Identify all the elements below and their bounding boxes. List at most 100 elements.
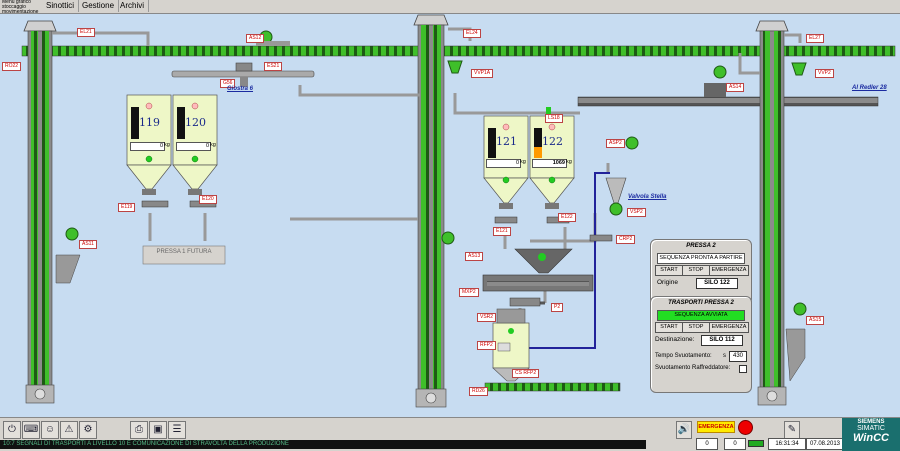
- panel-trasporti-pressa-2: TRASPORTI PRESSA 2 SEQUENZA AVVIATA STAR…: [650, 296, 752, 393]
- cooler-rfp2[interactable]: [492, 308, 530, 382]
- panel-pressa-title: PRESSA 2: [686, 243, 716, 249]
- svuotamento-raffreddatore-checkbox[interactable]: [739, 365, 747, 373]
- redler-conveyor[interactable]: [577, 96, 879, 107]
- sign-icon[interactable]: ✎: [784, 421, 800, 439]
- press-future-label: PRESSA 1 FUTURA: [156, 249, 212, 255]
- print-icon[interactable]: ⎙: [130, 421, 148, 439]
- trasporti-status-bar: SEQUENZA AVVIATA: [657, 310, 745, 321]
- tag-cs-rfp2[interactable]: CS RFP2: [512, 369, 540, 378]
- horn-icon[interactable]: 🔊: [676, 421, 692, 439]
- fan-as14[interactable]: [704, 65, 727, 97]
- valve-vvp1a[interactable]: [447, 60, 463, 74]
- trasporti-emergenza-button[interactable]: EMERGENZA: [709, 322, 749, 333]
- tag-as12[interactable]: AS12: [246, 34, 265, 43]
- silo-119-unit: kg: [164, 142, 170, 148]
- trasporti-stop-button[interactable]: STOP: [682, 322, 710, 333]
- keyboard-icon[interactable]: ⌨: [22, 421, 40, 439]
- tag-crp2[interactable]: CRP2: [616, 235, 636, 244]
- tag-vvp1a[interactable]: VVP1A: [471, 69, 494, 78]
- tag-mxp2[interactable]: MXP2: [459, 288, 479, 297]
- silo-122-weight: 1069: [532, 159, 567, 168]
- tag-as11[interactable]: AS11: [79, 240, 97, 249]
- silo-119-number: 119: [139, 116, 160, 129]
- trasporti-start-button[interactable]: START: [655, 322, 683, 333]
- pressa-status-bar: SEQUENZA PRONTA A PARTIRE: [657, 253, 745, 264]
- trasporti-dest-value[interactable]: SILO 112: [701, 335, 743, 346]
- status-message: 10:7 SEGNALI DI TRASPORTI A LIVELLO 10 E…: [0, 440, 646, 449]
- tag-vvp2[interactable]: VVP2: [815, 69, 834, 78]
- tag-as15[interactable]: AS15: [806, 316, 825, 325]
- menu-archivi[interactable]: Archivi: [116, 0, 150, 12]
- elevator-el24[interactable]: [413, 14, 449, 408]
- silo-119-weight: 0: [130, 142, 165, 151]
- menu-gestione[interactable]: Gestione: [78, 0, 120, 12]
- tag-el21[interactable]: EL21: [77, 28, 95, 37]
- pressa-emergenza-button[interactable]: EMERGENZA: [709, 265, 749, 276]
- alarm-icon[interactable]: ⚠: [60, 421, 78, 439]
- press-future-box: [142, 245, 226, 265]
- tag-ro22[interactable]: RO22: [2, 62, 22, 71]
- tag-rd26[interactable]: RD26: [469, 387, 488, 396]
- simatic-wincc-logo: SIEMENS SIMATIC WinCC: [842, 418, 900, 451]
- bottom-conveyor[interactable]: [484, 382, 621, 392]
- silo-120-unit: kg: [210, 142, 216, 148]
- tempo-svuotamento-input[interactable]: 430: [729, 351, 747, 362]
- link-giostra[interactable]: Giostra 6: [227, 86, 254, 92]
- link-al-redler[interactable]: Al Redler 28: [852, 85, 887, 91]
- emergency-indicator[interactable]: EMERGENZA: [697, 421, 735, 433]
- fan-as11[interactable]: [55, 227, 81, 284]
- tag-el24[interactable]: EL24: [463, 29, 481, 38]
- emergency-stop-button[interactable]: [738, 420, 753, 435]
- giostra-carousel[interactable]: [171, 62, 315, 87]
- elevator-el21[interactable]: [23, 20, 57, 404]
- list-icon[interactable]: ☰: [168, 421, 186, 439]
- tag-vsp2[interactable]: VSP2: [627, 208, 646, 217]
- tempo-svuotamento-unit: s: [723, 353, 726, 359]
- tag-e120[interactable]: E120: [199, 195, 217, 204]
- tag-as13[interactable]: AS13: [465, 252, 484, 261]
- tag-e119[interactable]: E119: [118, 203, 136, 212]
- exit-icon[interactable]: ⏻: [3, 421, 21, 439]
- pressa-start-button[interactable]: START: [655, 265, 683, 276]
- menu-bar: Menù grafico stoccaggio movimentazione S…: [0, 0, 900, 15]
- tag-ls18[interactable]: LS18: [545, 114, 563, 123]
- trasporti-dest-label: Destinazione:: [655, 336, 695, 343]
- panel-pressa-2: PRESSA 2 SEQUENZA PRONTA A PARTIRE START…: [650, 239, 752, 305]
- bottom-taskbar: ⏻ ⌨ ☺ ⚠ ⚙ ⎙ ▣ ☰ 10:7 SEGNALI DI TRASPORT…: [0, 417, 900, 451]
- tag-es21[interactable]: ES21: [264, 62, 283, 71]
- tag-e122[interactable]: E122: [558, 213, 576, 222]
- pressa-origin-value[interactable]: SILO 122: [696, 278, 738, 289]
- valve-vvp2[interactable]: [791, 62, 807, 76]
- tag-asp2[interactable]: ASP2: [606, 139, 625, 148]
- silo-119[interactable]: [126, 94, 172, 195]
- tag-vsr2[interactable]: VSR2: [477, 313, 497, 322]
- silo-120[interactable]: [172, 94, 218, 195]
- hopper-mxp2[interactable]: [482, 248, 594, 292]
- tag-g56[interactable]: G56: [220, 79, 236, 88]
- panel-trasporti-title: TRASPORTI PRESSA 2: [668, 300, 734, 306]
- tools-icon[interactable]: ⚙: [79, 421, 97, 439]
- elevator-el27[interactable]: [755, 20, 789, 406]
- counter-1: 0: [696, 438, 718, 450]
- tag-e121[interactable]: E121: [493, 227, 511, 236]
- menu-sinottici[interactable]: Sinottici: [42, 0, 80, 12]
- tag-rfp2[interactable]: RFP2: [477, 341, 496, 350]
- top-conveyor-left[interactable]: [21, 45, 421, 57]
- fan-asp2[interactable]: [625, 136, 639, 150]
- silo-122-unit: kg: [566, 159, 572, 165]
- fan-as13[interactable]: [441, 231, 455, 245]
- clock-date: 07.08.2013: [806, 438, 844, 450]
- tag-p2[interactable]: P2: [551, 303, 564, 312]
- app-brand: Menù grafico stoccaggio movimentazione: [2, 0, 39, 15]
- monitor-icon[interactable]: ▣: [149, 421, 167, 439]
- top-conveyor-right[interactable]: [429, 45, 896, 57]
- silo-121-number: 121: [496, 135, 517, 148]
- tag-as14[interactable]: AS14: [726, 83, 745, 92]
- tag-el27[interactable]: EL27: [806, 34, 824, 43]
- pressa-stop-button[interactable]: STOP: [682, 265, 710, 276]
- users-icon[interactable]: ☺: [41, 421, 59, 439]
- fan-as15[interactable]: [785, 302, 807, 382]
- valvola-stella[interactable]: [605, 177, 627, 216]
- link-valvola-stella[interactable]: Valvola Stella: [628, 194, 667, 200]
